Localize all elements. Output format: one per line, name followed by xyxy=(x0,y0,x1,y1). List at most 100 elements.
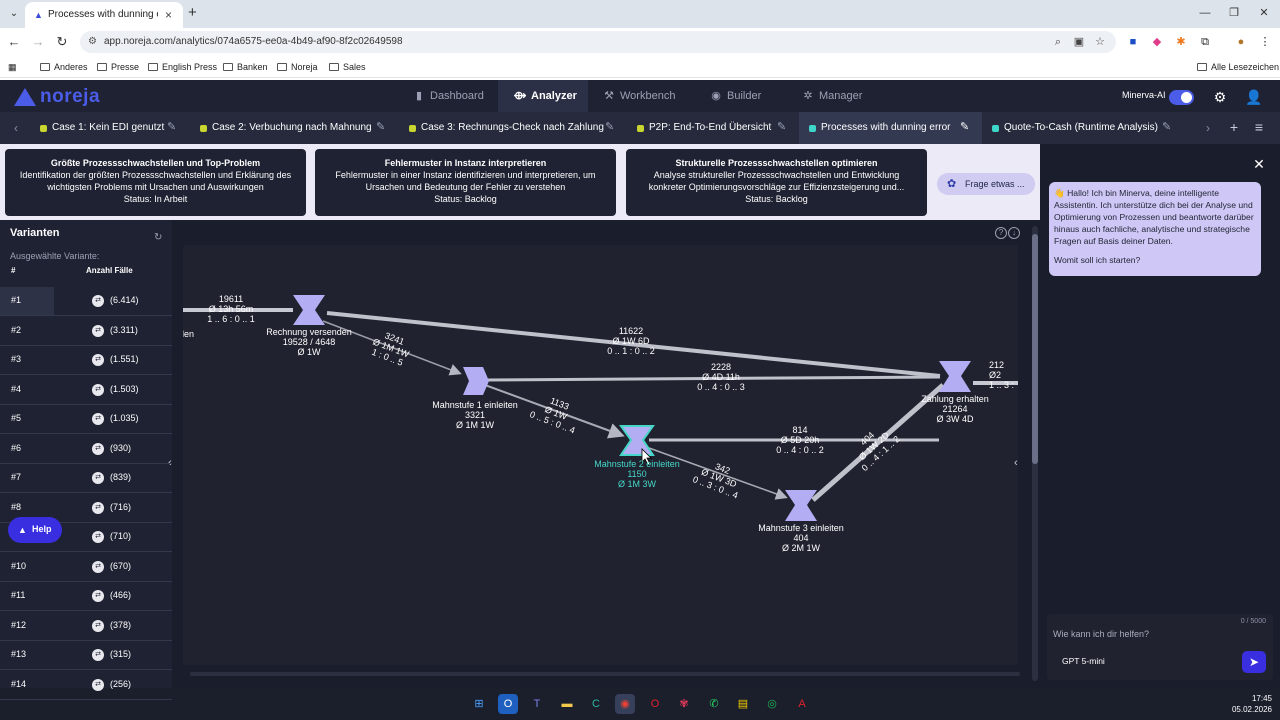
tab-case-1[interactable]: Case 1: Kein EDI genutzt ✎ xyxy=(30,112,190,144)
edit-pencil-icon[interactable]: ✎ xyxy=(777,121,787,133)
scrollbar-thumb[interactable] xyxy=(1032,234,1038,464)
tabs-scroll-right-icon[interactable]: › xyxy=(1206,121,1210,135)
variant-row[interactable]: #10⇄(670) xyxy=(0,553,172,582)
bookmark-folder[interactable]: Anderes xyxy=(40,60,88,74)
whatsapp-icon[interactable]: ✆ xyxy=(709,698,719,710)
browser-tab[interactable]: ▲ Processes with dunning error × xyxy=(25,2,183,28)
graph-horizontal-scrollbar[interactable] xyxy=(190,672,1020,676)
acrobat-icon[interactable]: A xyxy=(798,698,806,710)
process-graph-canvas[interactable]: llen 19611 Ø 13h 56m 1 .. 6 : 0 .. 1 Rec… xyxy=(183,245,1018,665)
filter-lines-icon[interactable]: ≡ xyxy=(1254,119,1264,135)
tab-case-2[interactable]: Case 2: Verbuchung nach Mahnung ✎ xyxy=(190,112,399,144)
edge-mahnstufe1-zahlung[interactable] xyxy=(484,375,941,382)
reload-icon[interactable]: ↻ xyxy=(56,34,68,49)
bookmark-folder[interactable]: English Press xyxy=(148,60,217,74)
minerva-ai-toggle[interactable] xyxy=(1169,90,1194,105)
nav-analyzer[interactable]: ⟴Analyzer xyxy=(513,87,577,105)
app-flower-icon[interactable]: ✾ xyxy=(679,698,689,710)
edit-pencil-icon[interactable]: ✎ xyxy=(605,121,615,133)
nav-dashboard[interactable]: ▮Dashboard xyxy=(412,87,484,105)
edge-mahnstufe1-mahnstufe2[interactable] xyxy=(484,384,625,439)
task-card[interactable]: Strukturelle Prozessschwachstellen optim… xyxy=(626,149,927,216)
noreja-logo[interactable]: noreja xyxy=(14,86,114,108)
extension-1-icon[interactable]: ■ xyxy=(1129,36,1137,48)
bookmark-folder[interactable]: Banken xyxy=(223,60,268,74)
node-mahnstufe-1[interactable] xyxy=(463,367,489,395)
variant-row[interactable]: #1⇄(6.414) xyxy=(0,287,172,316)
tabs-scroll-left-icon[interactable]: ‹ xyxy=(14,121,18,135)
chrome-icon[interactable]: ◉ xyxy=(615,694,635,714)
file-explorer-icon[interactable]: ▬ xyxy=(561,698,573,710)
window-close-icon[interactable]: ✕ xyxy=(1259,7,1269,19)
send-button[interactable]: ➤ xyxy=(1242,651,1266,673)
add-tab-icon[interactable]: + xyxy=(1229,119,1239,135)
bookmark-folder[interactable]: Sales xyxy=(329,60,366,74)
edit-pencil-icon[interactable]: ✎ xyxy=(167,121,177,133)
variant-row[interactable]: #7⇄(839) xyxy=(0,464,172,493)
minimize-icon[interactable]: — xyxy=(1199,7,1211,19)
profile-avatar-icon[interactable]: ● xyxy=(1237,36,1245,48)
variant-row[interactable]: #6⇄(930) xyxy=(0,435,172,464)
edit-pencil-icon[interactable]: ✎ xyxy=(1162,121,1172,133)
spotify-icon[interactable]: ◎ xyxy=(767,698,777,710)
opera-icon[interactable]: O xyxy=(650,698,660,710)
restore-icon[interactable]: ❐ xyxy=(1229,7,1239,19)
site-settings-icon[interactable]: ⚙ xyxy=(88,36,97,47)
variant-row[interactable]: #13⇄(315) xyxy=(0,641,172,670)
variant-row[interactable]: #11⇄(466) xyxy=(0,582,172,611)
tab-processes-dunning-error[interactable]: Processes with dunning error ✎ xyxy=(799,112,982,144)
edit-pencil-icon[interactable]: ✎ xyxy=(960,121,970,133)
close-chat-icon[interactable]: ✕ xyxy=(1253,156,1265,172)
chat-input[interactable] xyxy=(1053,626,1253,642)
all-bookmarks[interactable]: Alle Lesezeichen xyxy=(1197,60,1279,74)
app-c-icon[interactable]: C xyxy=(592,698,600,710)
windows-start-icon[interactable]: ⊞ xyxy=(474,698,484,710)
forward-icon[interactable]: → xyxy=(31,34,45,49)
help-button[interactable]: ▲ Help xyxy=(8,517,62,543)
install-app-icon[interactable]: ▣ xyxy=(1073,36,1085,48)
browser-menu-icon[interactable]: ⋮ xyxy=(1259,36,1271,48)
variant-row[interactable]: #4⇄(1.503) xyxy=(0,376,172,405)
edge-mahnstufe3-zahlung[interactable] xyxy=(811,383,945,502)
nav-builder[interactable]: ◉Builder xyxy=(709,87,761,105)
node-zahlung-erhalten[interactable] xyxy=(939,361,971,392)
address-bar[interactable]: ⚙ app.noreja.com/analytics/074a6575-ee0a… xyxy=(80,31,1116,53)
variant-row[interactable]: #2⇄(3.311) xyxy=(0,317,172,346)
teams-icon[interactable]: T xyxy=(533,698,541,710)
extension-3-icon[interactable]: ✱ xyxy=(1176,36,1186,48)
edge-rechnung-zahlung[interactable] xyxy=(326,311,941,378)
edit-pencil-icon[interactable]: ✎ xyxy=(376,121,386,133)
new-tab-icon[interactable]: + xyxy=(188,4,197,21)
edge-rechnung-mahnstufe1[interactable] xyxy=(322,320,462,376)
node-rechnung-versenden[interactable] xyxy=(293,295,325,325)
extension-2-icon[interactable]: ◆ xyxy=(1152,36,1162,48)
model-selector[interactable]: GPT 5-mini xyxy=(1062,656,1105,666)
variant-row[interactable]: #3⇄(1.551) xyxy=(0,346,172,375)
help-question-icon[interactable]: ? xyxy=(995,227,1007,239)
user-account-icon[interactable]: 👤 xyxy=(1245,89,1263,105)
back-icon[interactable]: ← xyxy=(7,34,21,49)
task-card[interactable]: Größte Prozessschwachstellen und Top-Pro… xyxy=(5,149,306,216)
node-mahnstufe-2[interactable] xyxy=(619,425,655,456)
refresh-icon[interactable]: ↻ xyxy=(154,232,163,243)
download-icon[interactable]: ↓ xyxy=(1008,227,1020,239)
graph-vertical-scrollbar[interactable] xyxy=(1032,226,1038,681)
apps-grid-icon[interactable]: ▦ xyxy=(8,62,17,72)
extensions-puzzle-icon[interactable]: ⧉ xyxy=(1201,36,1209,48)
variant-row[interactable]: #14⇄(256) xyxy=(0,671,172,700)
tab-p2p[interactable]: P2P: End-To-End Übersicht ✎ xyxy=(627,112,799,144)
tab-quote-to-cash[interactable]: Quote-To-Cash (Runtime Analysis) ✎ xyxy=(982,112,1180,144)
ask-question-button[interactable]: ✿ Frage etwas ... xyxy=(937,173,1035,195)
variant-row[interactable]: #8⇄(716) xyxy=(0,494,172,523)
node-mahnstufe-3[interactable] xyxy=(785,490,817,521)
sticky-notes-icon[interactable]: ▤ xyxy=(737,698,749,710)
outlook-icon[interactable]: O xyxy=(498,694,518,714)
collapse-right-panel-icon[interactable]: ‹ xyxy=(1014,457,1018,469)
variant-row[interactable]: #5⇄(1.035) xyxy=(0,405,172,434)
task-card[interactable]: Fehlermuster in Instanz interpretieren F… xyxy=(315,149,616,216)
bookmark-folder[interactable]: Presse xyxy=(97,60,139,74)
tab-case-3[interactable]: Case 3: Rechnungs-Check nach Zahlung ✎ xyxy=(399,112,627,144)
zoom-icon[interactable]: ⌕ xyxy=(1054,36,1062,48)
edge-mahnstufe2-mahnstufe3[interactable] xyxy=(648,447,788,500)
bookmark-star-icon[interactable]: ☆ xyxy=(1095,36,1105,48)
